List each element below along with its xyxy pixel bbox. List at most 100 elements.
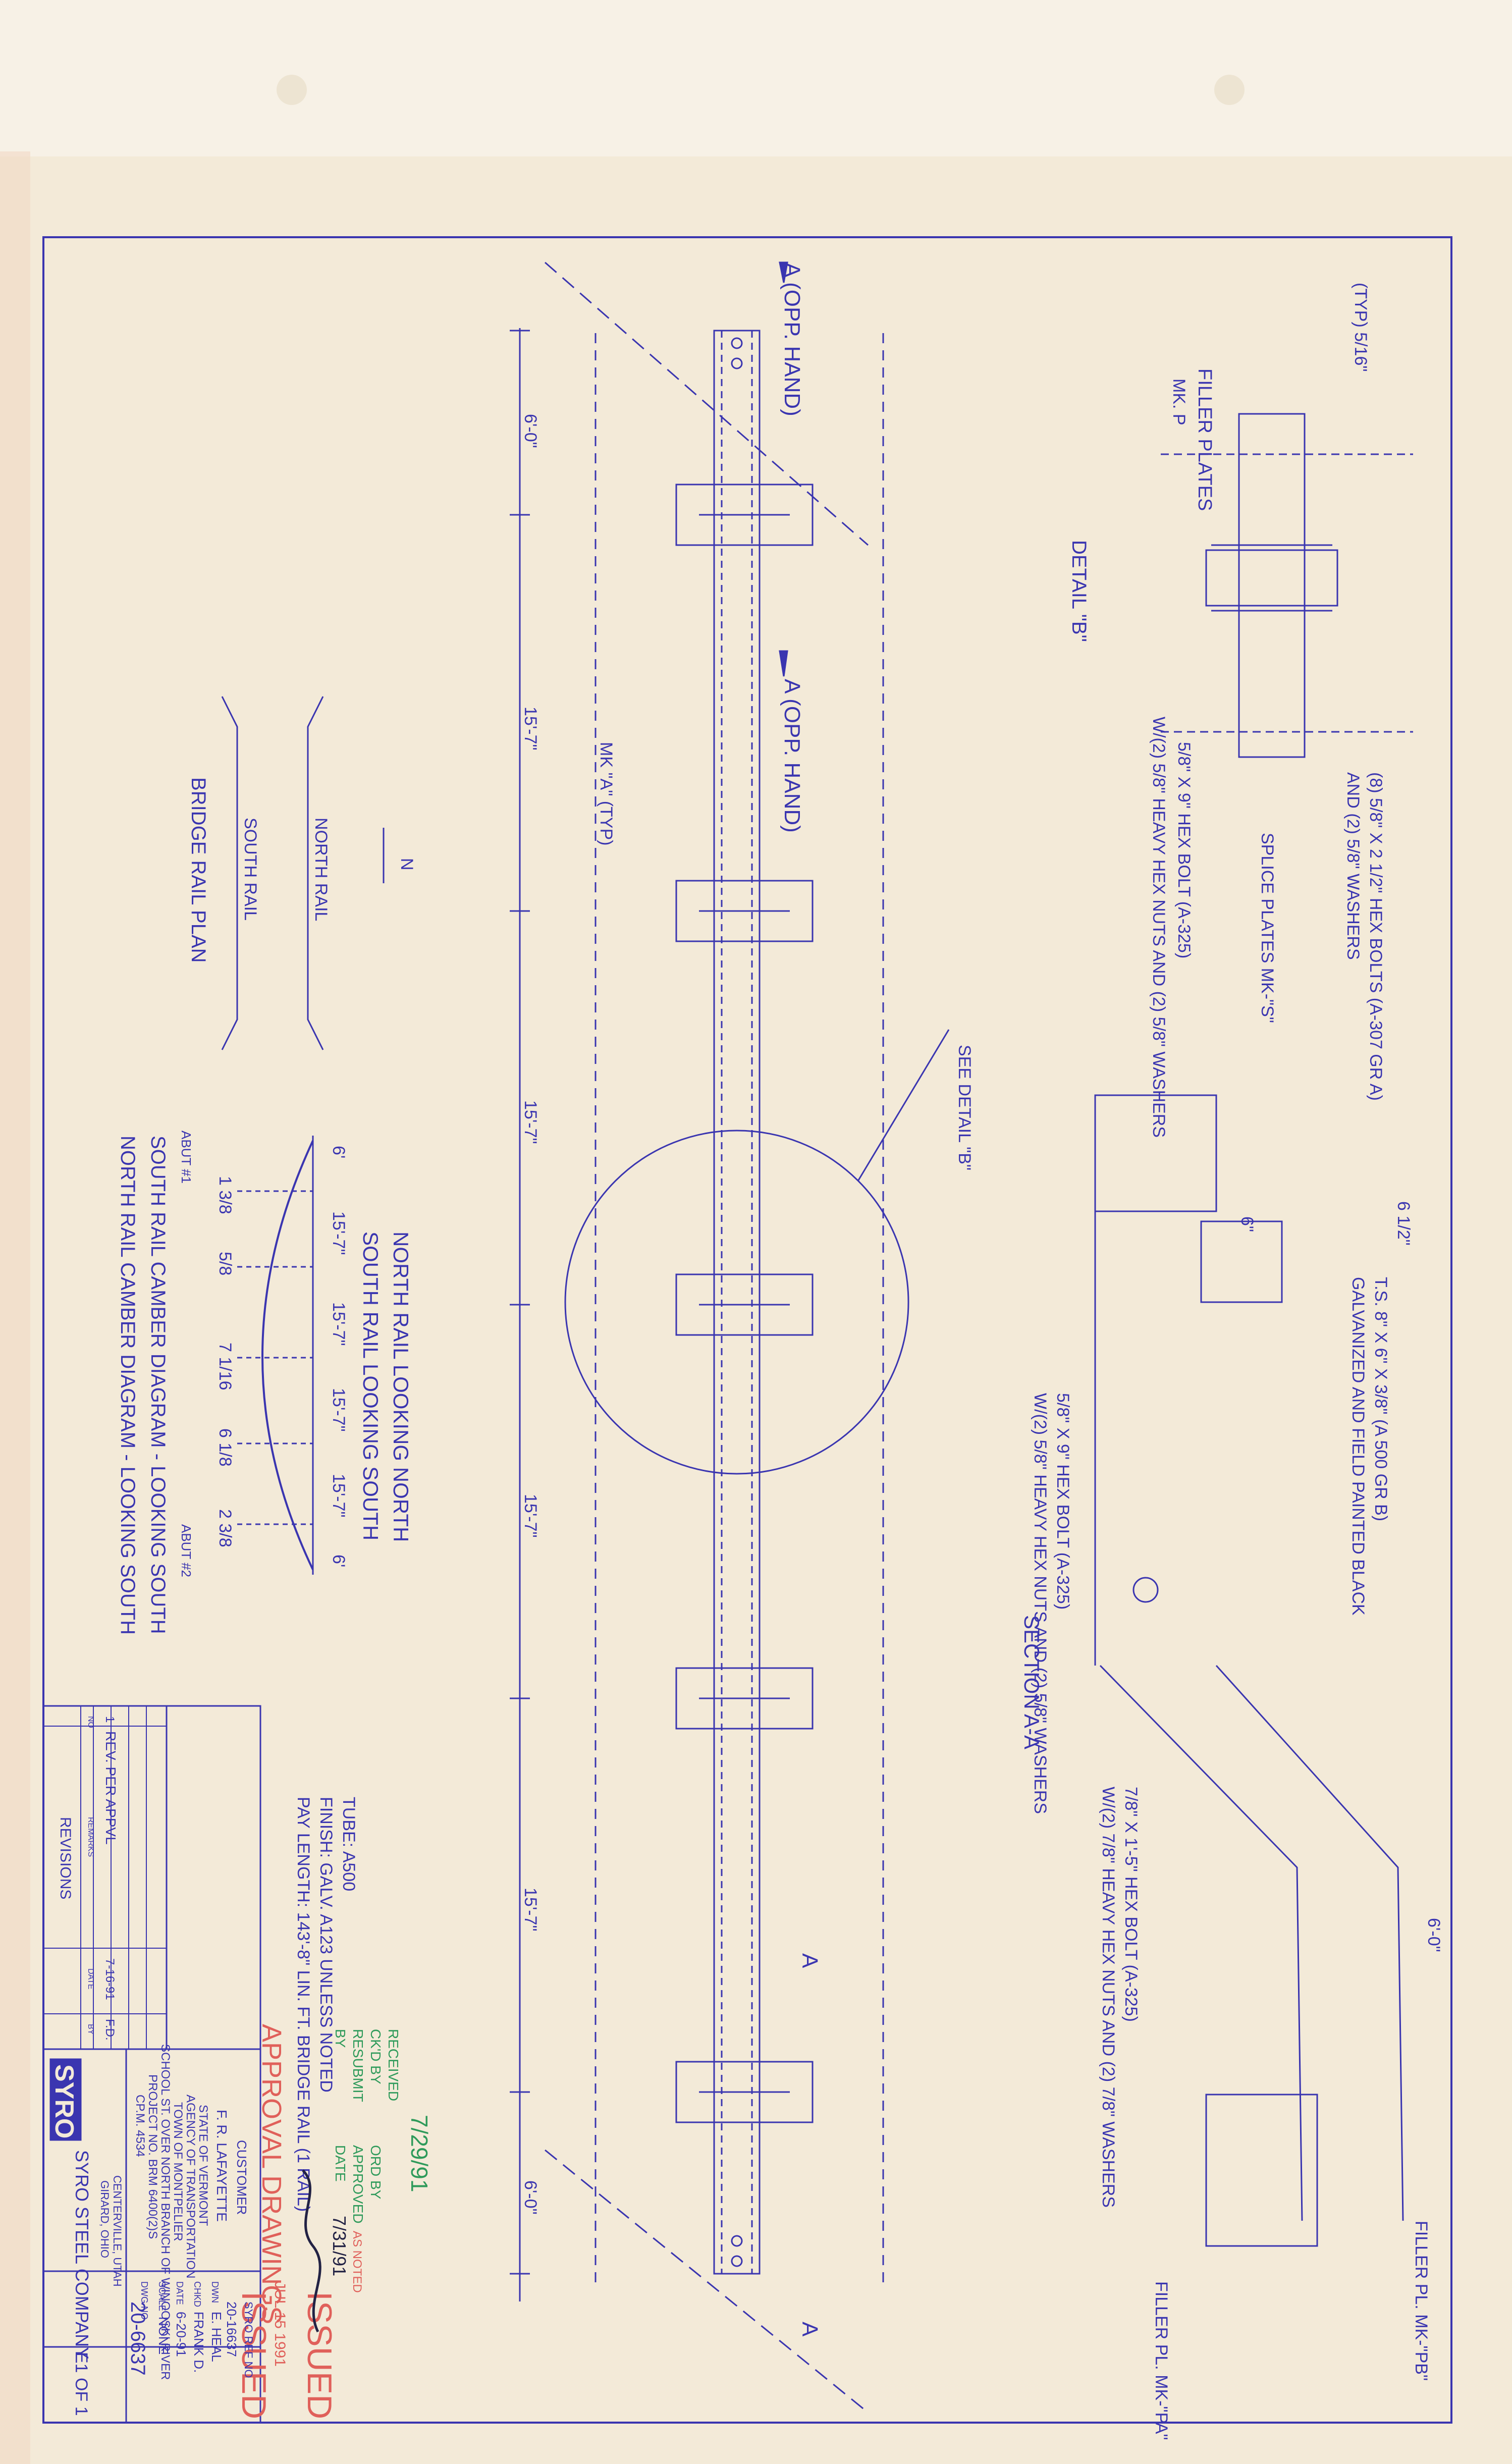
rev-row-no: 1 [103,1716,117,1723]
typ-weld-label: (TYP) 5/16" [1351,283,1370,371]
splice-bolts2-label: AND (2) 5/8" WASHERS [1343,772,1363,960]
syro-ref-value: 20-16637 [224,2301,239,2357]
rev-col-no: NO [86,1716,95,1728]
note-finish: FINISH: GALV. A123 UNLESS NOTED [316,1797,336,2093]
galv-label: GALVANIZED AND FIELD PAINTED BLACK [1348,1277,1368,1616]
issued-stamp-bottom: ISSUED [235,2291,273,2419]
north-rail-label: NORTH RAIL LOOKING NORTH [389,1231,413,1542]
camber-north-label: NORTH RAIL CAMBER DIAGRAM - LOOKING SOUT… [117,1136,139,1635]
received-label: RECEIVED [386,2029,401,2101]
camber-span-4: 15'-7" [329,1388,348,1432]
camber-span-6: 6' [329,1555,348,1567]
bolt-58-label-2: 5/8" X 9" HEX BOLT (A-325) [1053,1393,1072,1610]
text-layer: A (OPP. HAND) A (OPP. HAND) A A MK "A" (… [49,262,1443,2440]
owner-line3: TOWN OF MONTPELIER [171,2102,185,2241]
abut2-label: ABUT #2 [179,1524,194,1577]
bridge-rail-plan [221,696,385,1050]
section-aa-drawing [1094,1094,1404,2247]
company-name: SYRO STEEL COMPANY [72,2150,92,2359]
chkd-value: FRANK D. [191,2312,206,2373]
customer-value: F. R. LAFAYETTE [214,2110,230,2222]
camber-diagram [237,1136,314,1575]
date-value: 6-20-91 [174,2312,189,2357]
post-plate-4 [675,1667,814,1730]
plan-north-rail: NORTH RAIL [311,818,331,921]
nuts-78-label: W/(2) 7/8" HEAVY HEX NUTS AND (2) 7/8" W… [1099,1787,1118,2208]
abut1-label: ABUT #1 [179,1131,194,1184]
drawing-border [42,236,1452,2424]
post-plate-2 [675,880,814,942]
scale-label: SCALE [157,2281,167,2311]
rail-tube [713,330,761,2275]
signature [302,2169,321,2333]
owner-line2: AGENCY OF TRANSPORTATION [184,2095,197,2279]
camber-value-4: 6 1/8 [215,1428,235,1467]
dim-6: 6" [1237,1216,1257,1232]
heavy-bolt-label: 5/8" X 9" HEX BOLT (A-325) [1174,742,1194,958]
revisions-title: REVISIONS [57,1817,74,1899]
left-edge-tint [0,151,30,2464]
sheet-value: E1 OF 1 [72,2352,91,2416]
bolt-78-label: 7/8" X 1'-5" HEX BOLT (A-325) [1121,1787,1141,2022]
filler-plates-label: FILLER PLATES [1194,368,1215,511]
rev-col-by: BY [86,2024,95,2035]
splice-bolts-label: (8) 5/8" X 2 1/2" HEX BOLTS (A-307 GR A) [1366,772,1385,1101]
dim-15-7-3: 15'-7" [521,1494,540,1538]
nuts-58-label-2: W/(2) 5/8" HEAVY HEX NUTS AND (2) 5/8" W… [1031,1393,1050,1814]
south-rail-label: SOUTH RAIL LOOKING SOUTH [359,1231,383,1540]
dim-6-0-section: 6'-0" [1424,1918,1443,1952]
camber-south-label: SOUTH RAIL CAMBER DIAGRAM - LOOKING SOUT… [147,1136,169,1634]
date-label: DATE [175,2281,185,2305]
dim-15-7-1: 15'-7" [521,707,540,751]
post-plate-5 [675,2061,814,2123]
dwn-value: E. HEAL [209,2312,224,2362]
stamp-date-label: DATE [333,2145,348,2182]
chkd-label: CHKD [192,2281,202,2307]
camber-value-1: 1 3/8 [215,1176,235,1214]
dwg-value: 20-6637 [127,2301,149,2376]
mark-a-label: MK "A" (TYP) [597,742,616,845]
rev-row-by: F.D. [103,2019,117,2041]
received-date: 7/29/91 [406,2115,433,2192]
note-pay: PAY LENGTH: 143'-8" LIN. FT. BRIDGE RAIL… [294,1797,313,2212]
heavy-nuts-label: W/(2) 5/8" HEAVY HEX NUTS AND (2) 5/8" W… [1149,717,1168,1138]
syro-ref-label: SYRO REF NO [242,2301,255,2378]
dim-15-7-2: 15'-7" [521,1100,540,1144]
splice-plates-label: SPLICE PLATES MK-"S" [1258,833,1277,1023]
stamp-date: 7/31/91 [329,2216,350,2276]
dim-6-half: 6 1/2" [1394,1201,1413,1246]
approved-as-noted: AS NOTED [350,2231,364,2293]
camber-span-3: 15'-7" [329,1302,348,1346]
dwg-label: DWG NO [139,2281,149,2320]
rev-col-remarks: REMARKS [86,1817,95,1857]
by-label: BY [333,2029,348,2048]
note-tube: TUBE: A500 [339,1797,358,1891]
ckd-by-label: CK'D BY [368,2029,384,2084]
project-line: SCHOOL ST. OVER NORTH BRANCH OF WINOOSKI… [158,2044,172,2380]
dim-6-0-top: 6'-0" [521,414,540,448]
section-a-mid-label: A (OPP. HAND) [780,679,804,833]
issued-date: JUL 15 1991 [272,2281,288,2367]
post-plate-3 [675,1273,814,1336]
camber-span-2: 15'-7" [329,1211,348,1255]
approval-stamp: APPROVAL DRAWINGS [256,2024,287,2324]
section-a-bottom-right: A [797,2322,822,2337]
filler-pb-label: FILLER PL. MK-"PB" [1412,2221,1431,2381]
project-cpm: CP.M. 4534 [133,2095,147,2157]
filler-pa-label: FILLER PL. MK-"PA" [1152,2281,1171,2440]
mk-p-label: MK. P [1169,379,1189,425]
company-loc1: GIRARD, OHIO [98,2180,111,2258]
detail-b-label: DETAIL "B" [1068,540,1090,642]
company-loc2: CENTERVILLE, UTAH [111,2175,124,2286]
camber-span-1: 6' [329,1146,348,1158]
camber-value-5: 2 3/8 [215,1509,235,1547]
bridge-rail-plan-label: BRIDGE RAIL PLAN [187,777,209,963]
rev-row-date: 7-16-91 [103,1958,117,2000]
detail-b-drawing [1161,413,1413,758]
see-detail-label: SEE DETAIL "B" [955,1045,974,1170]
rev-col-date: DATE [86,1968,95,1989]
north-arrow-label: N [397,858,416,871]
section-a-top-label: A (OPP. HAND) [780,262,804,416]
